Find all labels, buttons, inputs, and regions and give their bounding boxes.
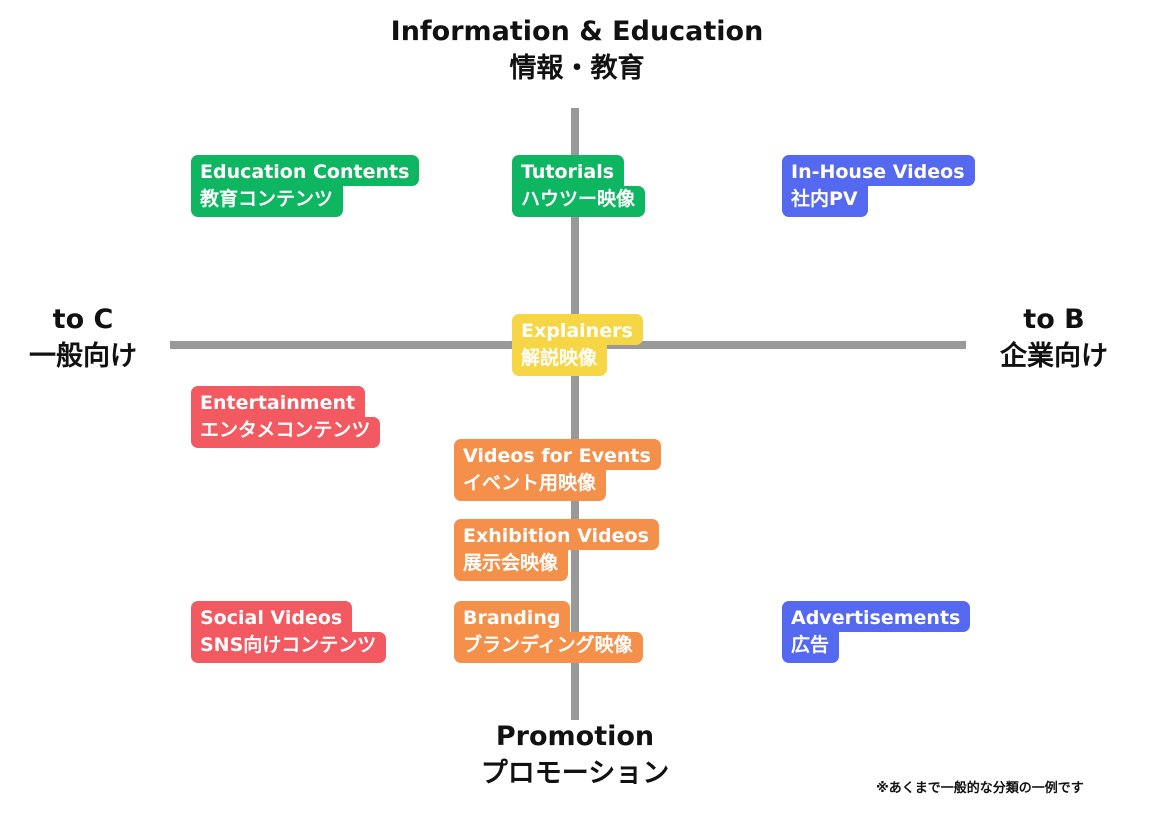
tag-exhibition-ja: 展示会映像 bbox=[454, 550, 569, 581]
tag-branding-en: Branding bbox=[454, 601, 571, 632]
axis-label-left-ja: 一般向け bbox=[29, 341, 137, 372]
tag-social-ja: SNS向けコンテンツ bbox=[191, 632, 387, 663]
tag-social-en: Social Videos bbox=[191, 601, 353, 632]
axis-label-right-ja: 企業向け bbox=[1000, 341, 1108, 372]
tag-education-en: Education Contents bbox=[191, 155, 420, 186]
tag-advertisements-ja: 広告 bbox=[782, 632, 840, 663]
axis-label-right-en: to B bbox=[1023, 304, 1085, 335]
footnote: ※あくまで一般的な分類の一例です bbox=[876, 781, 1084, 796]
axis-label-top-ja: 情報・教育 bbox=[509, 53, 645, 84]
tag-inhouse-ja: 社内PV bbox=[782, 186, 868, 217]
tag-inhouse-videos: In-House Videos 社内PV bbox=[782, 155, 975, 217]
tag-explainers-en: Explainers bbox=[512, 314, 643, 345]
tag-social-videos: Social Videos SNS向けコンテンツ bbox=[191, 601, 387, 663]
axis-label-left-en: to C bbox=[52, 304, 114, 335]
tag-videos-for-events: Videos for Events イベント用映像 bbox=[454, 439, 661, 501]
tag-events-en: Videos for Events bbox=[454, 439, 661, 470]
tag-education-contents: Education Contents 教育コンテンツ bbox=[191, 155, 420, 217]
tag-explainers-ja: 解説映像 bbox=[512, 345, 608, 376]
tag-explainers: Explainers 解説映像 bbox=[512, 314, 643, 376]
axis-label-left: to C 一般向け bbox=[0, 306, 166, 370]
tag-branding-ja: ブランディング映像 bbox=[454, 632, 643, 663]
tag-exhibition-en: Exhibition Videos bbox=[454, 519, 659, 550]
tag-exhibition-videos: Exhibition Videos 展示会映像 bbox=[454, 519, 659, 581]
tag-tutorials-en: Tutorials bbox=[512, 155, 625, 186]
tag-tutorials: Tutorials ハウツー映像 bbox=[512, 155, 646, 217]
tag-entertainment-ja: エンタメコンテンツ bbox=[191, 417, 381, 448]
axis-label-top: Information & Education 情報・教育 bbox=[377, 18, 777, 82]
tag-events-ja: イベント用映像 bbox=[454, 470, 607, 501]
axis-label-bottom-ja: プロモーション bbox=[480, 758, 670, 789]
tag-education-ja: 教育コンテンツ bbox=[191, 186, 344, 217]
tag-branding: Branding ブランディング映像 bbox=[454, 601, 643, 663]
tag-entertainment-en: Entertainment bbox=[191, 386, 366, 417]
vertical-axis bbox=[571, 108, 579, 720]
axis-label-right: to B 企業向け bbox=[984, 306, 1124, 370]
axis-label-bottom-en: Promotion bbox=[495, 721, 655, 752]
tag-inhouse-en: In-House Videos bbox=[782, 155, 975, 186]
tag-tutorials-ja: ハウツー映像 bbox=[512, 186, 646, 217]
tag-advertisements: Advertisements 広告 bbox=[782, 601, 971, 663]
tag-entertainment: Entertainment エンタメコンテンツ bbox=[191, 386, 381, 448]
tag-advertisements-en: Advertisements bbox=[782, 601, 971, 632]
axis-label-top-en: Information & Education bbox=[390, 16, 764, 47]
axis-label-bottom: Promotion プロモーション bbox=[415, 723, 735, 787]
